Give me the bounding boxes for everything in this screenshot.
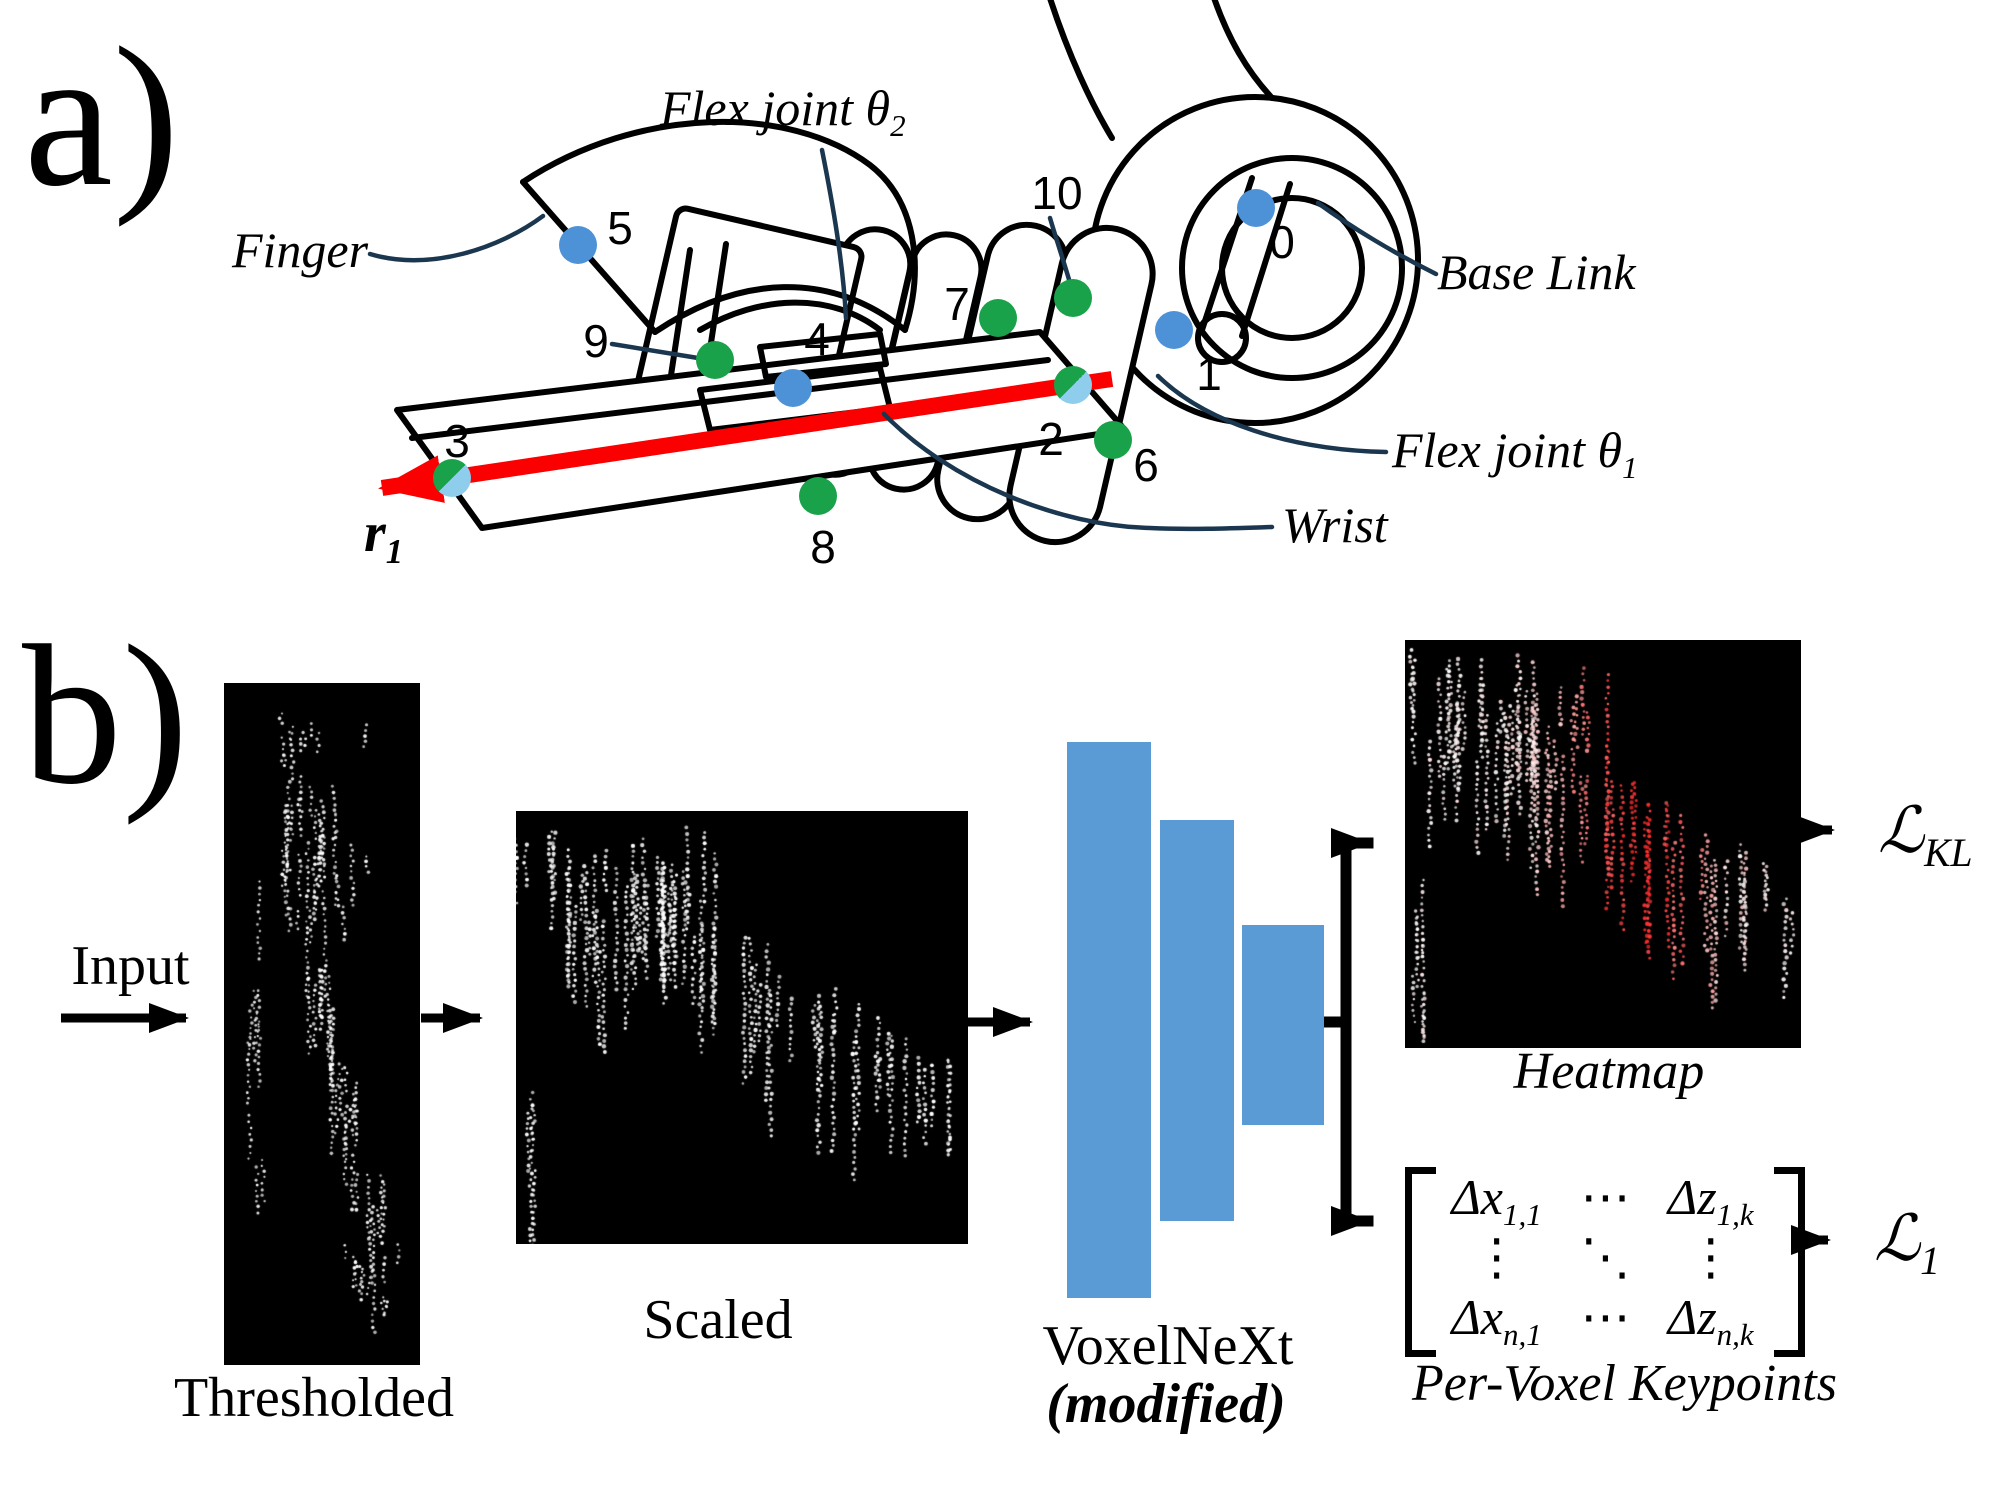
keypoint-dot-3	[433, 459, 471, 497]
matrix-right-bracket	[1774, 1167, 1805, 1357]
voxelnext-layer-2	[1160, 820, 1234, 1221]
finger-leader	[367, 213, 546, 263]
matrix-cell: Δx1,1	[1451, 1169, 1542, 1232]
keypoint-dot-2	[1054, 366, 1092, 404]
scaled-caption: Scaled	[643, 1289, 793, 1351]
l1-loss-label: ℒ1	[1874, 1203, 1940, 1283]
pipeline-arrows	[61, 815, 1835, 1255]
matrix-cell: Δz1,k	[1667, 1169, 1754, 1232]
keypoint-dot-4	[774, 369, 812, 407]
keypoint-dot-0	[1237, 189, 1275, 227]
scaled-pointcloud-image	[516, 811, 968, 1244]
input-label: Input	[71, 935, 190, 997]
keypoint-dot-8	[799, 477, 837, 515]
matrix-cell: ⋮	[1685, 1228, 1736, 1286]
matrix-cell: ⋯	[1580, 1288, 1631, 1346]
flex-joint-1-leader	[1155, 373, 1389, 455]
matrix-cell: ⋱	[1580, 1228, 1631, 1286]
leader-lines	[367, 147, 1439, 532]
matrix-cell: ⋮	[1471, 1228, 1522, 1286]
matrix-cell: ⋯	[1580, 1168, 1631, 1226]
matrix-caption: Per-Voxel Keypoints	[1412, 1355, 1837, 1412]
panel-b-tag: b)	[22, 605, 189, 826]
matrix-cell: Δxn,1	[1451, 1289, 1542, 1352]
axis-arrow-r1	[378, 371, 1114, 503]
network-name: VoxelNeXt	[1042, 1315, 1294, 1377]
flex-joint-2-label: Flex joint θ2	[660, 80, 906, 143]
keypoint-label-6: 6	[1133, 439, 1159, 491]
voxelnext-layer-1	[1067, 742, 1151, 1298]
panel-a-tag: a)	[24, 7, 180, 228]
kl-loss-label: ℒKL	[1878, 795, 1973, 875]
finger-label: Finger	[232, 222, 369, 278]
heatmap-pointcloud-image	[1405, 640, 1801, 1048]
keypoint-label-9: 9	[583, 315, 609, 367]
network-modifier: (modified)	[1046, 1373, 1286, 1435]
keypoint-label-0: 0	[1269, 216, 1295, 268]
keypoint-dot-7	[979, 299, 1017, 337]
flex-joint-1-label: Flex joint θ1	[1392, 422, 1638, 485]
flex-joint-2-leader	[819, 147, 849, 321]
per-voxel-keypoint-matrix: Δx1,1⋯Δz1,k⋮⋱⋮Δxn,1⋯Δzn,k	[1432, 1168, 1772, 1352]
matrix-left-bracket	[1405, 1167, 1436, 1357]
keypoint-dot-10	[1054, 279, 1092, 317]
thresholded-caption: Thresholded	[174, 1367, 454, 1429]
keypoint-label-1: 1	[1196, 348, 1222, 400]
network-output-split	[1318, 828, 1374, 1236]
heatmap-caption: Heatmap	[1513, 1043, 1705, 1100]
keypoint-dot-6	[1094, 421, 1132, 459]
wrist-label: Wrist	[1282, 497, 1388, 553]
base-link-leader	[1315, 200, 1439, 277]
keypoint-label-5: 5	[607, 202, 633, 254]
matrix-cell: Δzn,k	[1667, 1289, 1754, 1352]
thresholded-pointcloud-image	[224, 683, 420, 1365]
keypoint-label-4: 4	[804, 313, 830, 365]
keypoint-label-3: 3	[444, 415, 470, 467]
voxelnext-layer-3	[1242, 925, 1324, 1125]
keypoint-dot-1	[1155, 311, 1193, 349]
r1-axis-label: r1	[364, 502, 404, 572]
keypoint-label-7: 7	[944, 278, 970, 330]
wrist-leader	[881, 411, 1275, 532]
keypoint-label-10: 10	[1031, 167, 1083, 219]
keypoint-label-2: 2	[1038, 413, 1064, 465]
base-link-label: Base Link	[1437, 244, 1636, 300]
keypoint-dot-5	[559, 226, 597, 264]
keypoint-label-8: 8	[810, 521, 836, 573]
kp9-leader	[609, 341, 701, 361]
keypoint-dot-9	[696, 341, 734, 379]
